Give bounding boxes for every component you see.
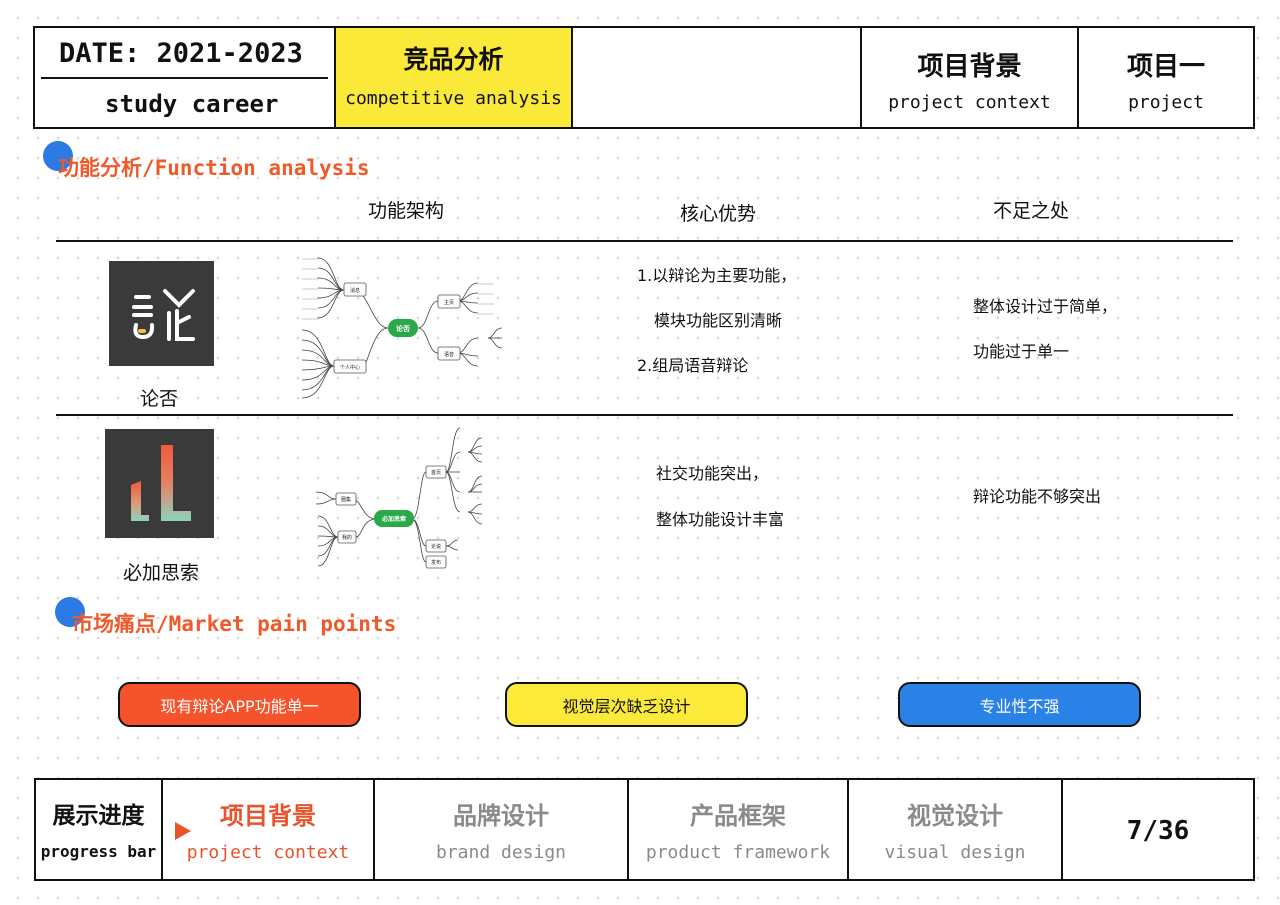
step-title-en: product framework (645, 842, 831, 863)
mindmap-branch: 首页 (431, 469, 441, 476)
step-title-zh: 品牌设计 (453, 802, 549, 830)
header-bar: DATE: 2021-2023 study career 竞品分析 compet… (33, 26, 1255, 129)
table-divider (56, 240, 1233, 242)
date-divider (41, 77, 328, 79)
mindmap-branch: 主页 (444, 299, 454, 306)
app-name: 论否 (139, 388, 178, 410)
header-section-cell: 竞品分析 competitive analysis (336, 28, 573, 127)
section-dot-icon (43, 141, 73, 171)
date-range: DATE: 2021-2023 (59, 38, 303, 69)
progress-step-brand[interactable]: 品牌设计 brand design (375, 780, 629, 879)
page-number-cell: 7/36 (1063, 780, 1253, 879)
step-title-zh: 项目背景 (220, 802, 316, 830)
section-dot-icon (55, 597, 85, 627)
mindmap-branch: 个人中心 (340, 364, 360, 371)
mindmap-branch: 圈集 (341, 496, 351, 503)
progress-title-en: progress bar (40, 842, 157, 861)
mindmap-branch: 语音 (444, 351, 454, 358)
section-title-en: competitive analysis (345, 88, 562, 109)
header-project-cell: 项目一 project (1079, 28, 1253, 127)
shortcoming-line: 功能过于单一 (973, 342, 1070, 361)
market-pain-title: 市场痛点/Market pain points (72, 612, 397, 636)
step-title-en: brand design (435, 842, 567, 863)
step-title-en: visual design (884, 842, 1026, 863)
mindmap-center: 必加思索 (381, 515, 406, 523)
project-title-zh: 项目一 (1126, 52, 1205, 82)
function-analysis-title: 功能分析/Function analysis (58, 156, 370, 180)
context-title-zh: 项目背景 (917, 52, 1022, 82)
mindmap-branch: 消息 (350, 287, 360, 294)
progress-step-context[interactable]: 项目背景 project context (163, 780, 375, 879)
header-context-cell: 项目背景 project context (862, 28, 1079, 127)
header-date-cell: DATE: 2021-2023 study career (35, 28, 336, 127)
progress-footer: 展示进度 progress bar 项目背景 project context 品… (34, 778, 1255, 881)
mindmap-center: 论否 (396, 324, 410, 333)
progress-label-cell: 展示进度 progress bar (36, 780, 163, 879)
progress-step-framework[interactable]: 产品框架 product framework (629, 780, 849, 879)
column-header-architecture: 功能架构 (368, 200, 445, 222)
bijiasisuo-mindmap: 必加思索 圈集 我的 首页 论说 发布 (312, 424, 512, 572)
page-number: 7/36 (1126, 816, 1190, 846)
project-title-en: project (1128, 92, 1204, 113)
mindmap-branch: 论说 (431, 543, 441, 550)
step-title-zh: 视觉设计 (907, 802, 1003, 830)
step-title-zh: 产品框架 (690, 802, 786, 830)
advantage-line: 1.以辩论为主要功能， (637, 266, 797, 285)
app-name: 必加思索 (122, 562, 199, 584)
pain-point-badge: 视觉层次缺乏设计 (505, 682, 748, 727)
context-title-en: project context (888, 92, 1051, 113)
advantage-line: 社交功能突出， (656, 464, 769, 483)
mindmap-branch: 我的 (342, 534, 352, 541)
pain-point-badge: 现有辩论APP功能单一 (118, 682, 361, 727)
progress-title-zh: 展示进度 (52, 803, 145, 829)
lunfou-mindmap: 论否 消息 个人中心 主页 语音 (288, 250, 528, 405)
advantage-line: 模块功能区别清晰 (654, 311, 783, 330)
current-step-arrow-icon (175, 822, 191, 840)
table-divider (56, 414, 1233, 416)
header-blank-cell (573, 28, 862, 127)
pain-point-badge: 专业性不强 (898, 682, 1141, 727)
progress-step-visual[interactable]: 视觉设计 visual design (849, 780, 1063, 879)
shortcoming-line: 整体设计过于简单， (973, 297, 1118, 316)
step-title-en: project context (186, 842, 350, 863)
mindmap-branch: 发布 (431, 559, 441, 566)
advantage-line: 2.组局语音辩论 (637, 356, 749, 375)
shortcoming-line: 辩论功能不够突出 (973, 487, 1102, 506)
lunfou-app-icon (109, 261, 214, 366)
section-title-zh: 竞品分析 (403, 45, 504, 74)
bijiasisuo-app-icon (105, 429, 214, 538)
career-label: study career (105, 90, 279, 118)
advantage-line: 整体功能设计丰富 (656, 510, 785, 529)
column-header-shortcomings: 不足之处 (993, 200, 1070, 222)
column-header-advantages: 核心优势 (680, 203, 757, 225)
